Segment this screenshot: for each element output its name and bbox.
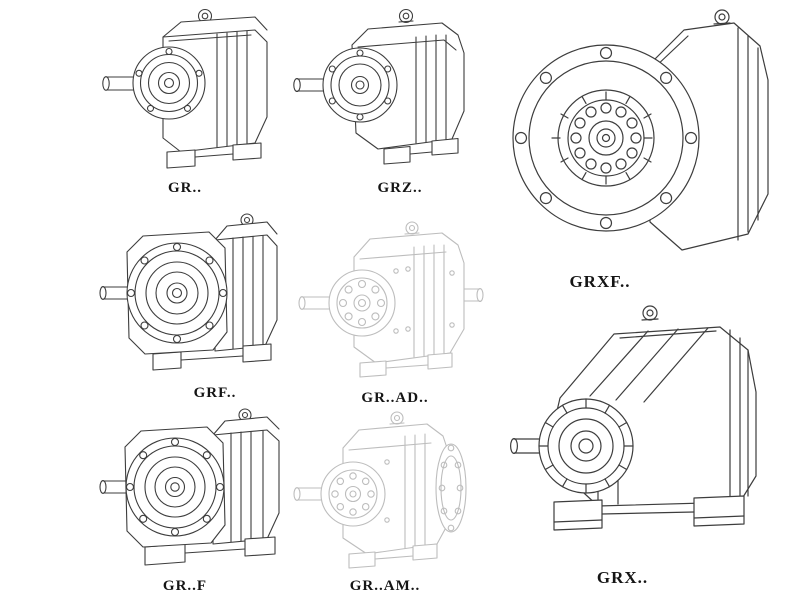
mounting-feet xyxy=(383,137,459,165)
figure-grxf xyxy=(498,6,786,264)
label-grxf: GRXF.. xyxy=(569,272,631,291)
gearbox-drawing-grff xyxy=(99,408,280,566)
label-grff: GR..F xyxy=(162,578,208,594)
gearbox-drawing-gram xyxy=(293,411,467,569)
label-grf: GRF.. xyxy=(193,385,237,401)
mounting-feet xyxy=(359,352,453,378)
mounting-feet xyxy=(553,495,745,531)
label-grz: GRZ.. xyxy=(377,180,423,196)
eyebolt-icon xyxy=(389,411,405,425)
figure-gr xyxy=(95,5,285,177)
label-grx: GRX.. xyxy=(596,568,649,587)
bearing-flange xyxy=(322,47,398,123)
eyebolt-icon xyxy=(641,305,659,321)
output-shaft xyxy=(298,296,331,310)
gearbox-drawing-grx xyxy=(510,305,757,531)
figure-grff xyxy=(95,405,295,575)
bearing-flange xyxy=(132,46,206,120)
output-shaft xyxy=(293,487,324,501)
gearbox-drawing-gr xyxy=(102,8,268,169)
label-gram: GR..AM.. xyxy=(349,578,421,594)
gearbox-drawing-grf xyxy=(99,213,278,371)
output-shaft xyxy=(99,286,132,300)
gear-hub xyxy=(551,89,655,187)
mounting-flange xyxy=(512,44,700,232)
label-grad: GR..AD.. xyxy=(361,390,429,406)
gear-face xyxy=(328,269,396,337)
eyebolt-icon xyxy=(713,9,731,25)
mounting-feet xyxy=(348,543,438,569)
eyebolt-icon xyxy=(398,8,414,24)
figure-grz xyxy=(288,5,483,177)
label-gr: GR.. xyxy=(168,180,202,196)
housing xyxy=(214,221,278,352)
output-shaft xyxy=(510,438,543,455)
input-adapter-shaft xyxy=(463,287,484,303)
gearbox-drawing-grxf xyxy=(512,9,769,251)
housing xyxy=(212,416,280,545)
figure-grad xyxy=(288,213,493,388)
housing xyxy=(353,232,465,364)
eyebolt-icon xyxy=(404,221,420,235)
figure-grf xyxy=(95,210,290,382)
gearbox-drawing-grz xyxy=(293,8,465,165)
bearing-flange xyxy=(126,242,228,344)
gear-face xyxy=(320,461,386,527)
motor-adapter-flange xyxy=(435,443,467,533)
mounting-feet xyxy=(166,142,262,169)
bearing-with-teeth xyxy=(538,398,634,494)
mounting-feet xyxy=(152,343,272,371)
gearbox-drawing-grad xyxy=(298,221,484,378)
figure-grx xyxy=(498,300,786,560)
figure-gram xyxy=(285,402,485,577)
bearing-flange xyxy=(125,437,225,537)
